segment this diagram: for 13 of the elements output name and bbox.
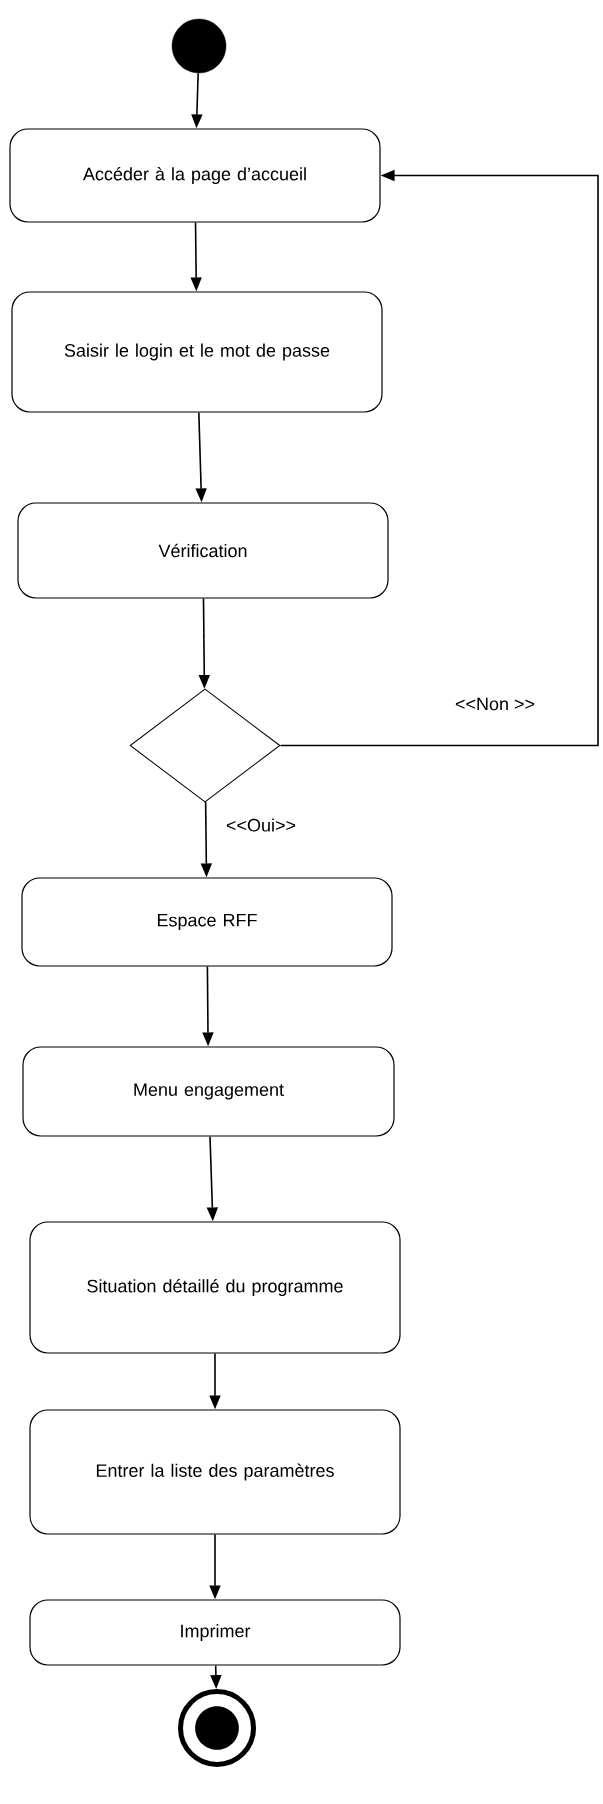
activity-box: Imprimer (29, 1599, 401, 1666)
activity-box: Vérification (17, 502, 389, 599)
activity-box: Situation détaillé du programme (29, 1221, 401, 1354)
decision-diamond (129, 688, 281, 803)
activity-box: Saisir le login et le mot de passe (11, 291, 383, 413)
edge-label: <<Non >> (453, 696, 537, 712)
activity-box: Accéder à la page d’accueil (9, 128, 381, 223)
activity-box: Menu engagement (22, 1046, 395, 1137)
edge-label: <<Oui>> (224, 817, 298, 833)
activity-box: Espace RFF (21, 877, 393, 967)
start-node (171, 18, 227, 74)
activity-box: Entrer la liste des paramètres (29, 1409, 401, 1535)
end-node (178, 1689, 256, 1767)
